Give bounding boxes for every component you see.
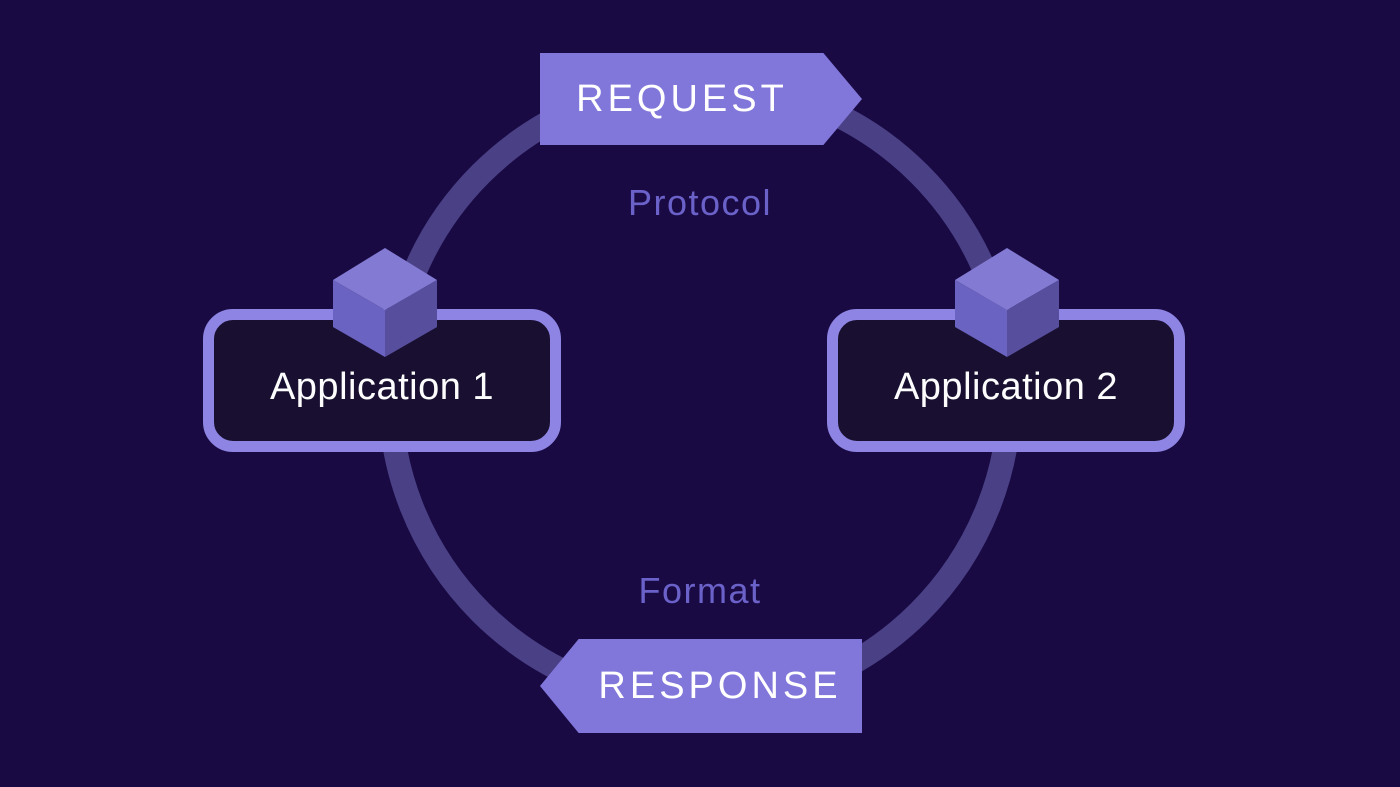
protocol-label: Protocol	[627, 182, 773, 223]
response-banner-label: RESPONSE	[598, 664, 842, 707]
response-banner: RESPONSE	[540, 639, 862, 733]
request-banner-label: REQUEST	[576, 77, 788, 120]
application-1-label: Application 1	[269, 366, 495, 408]
application-2-label: Application 2	[893, 366, 1119, 408]
cube-icon	[333, 248, 437, 357]
cube-icon	[955, 248, 1059, 357]
format-label: Format	[638, 570, 762, 611]
request-banner: REQUEST	[540, 53, 862, 145]
